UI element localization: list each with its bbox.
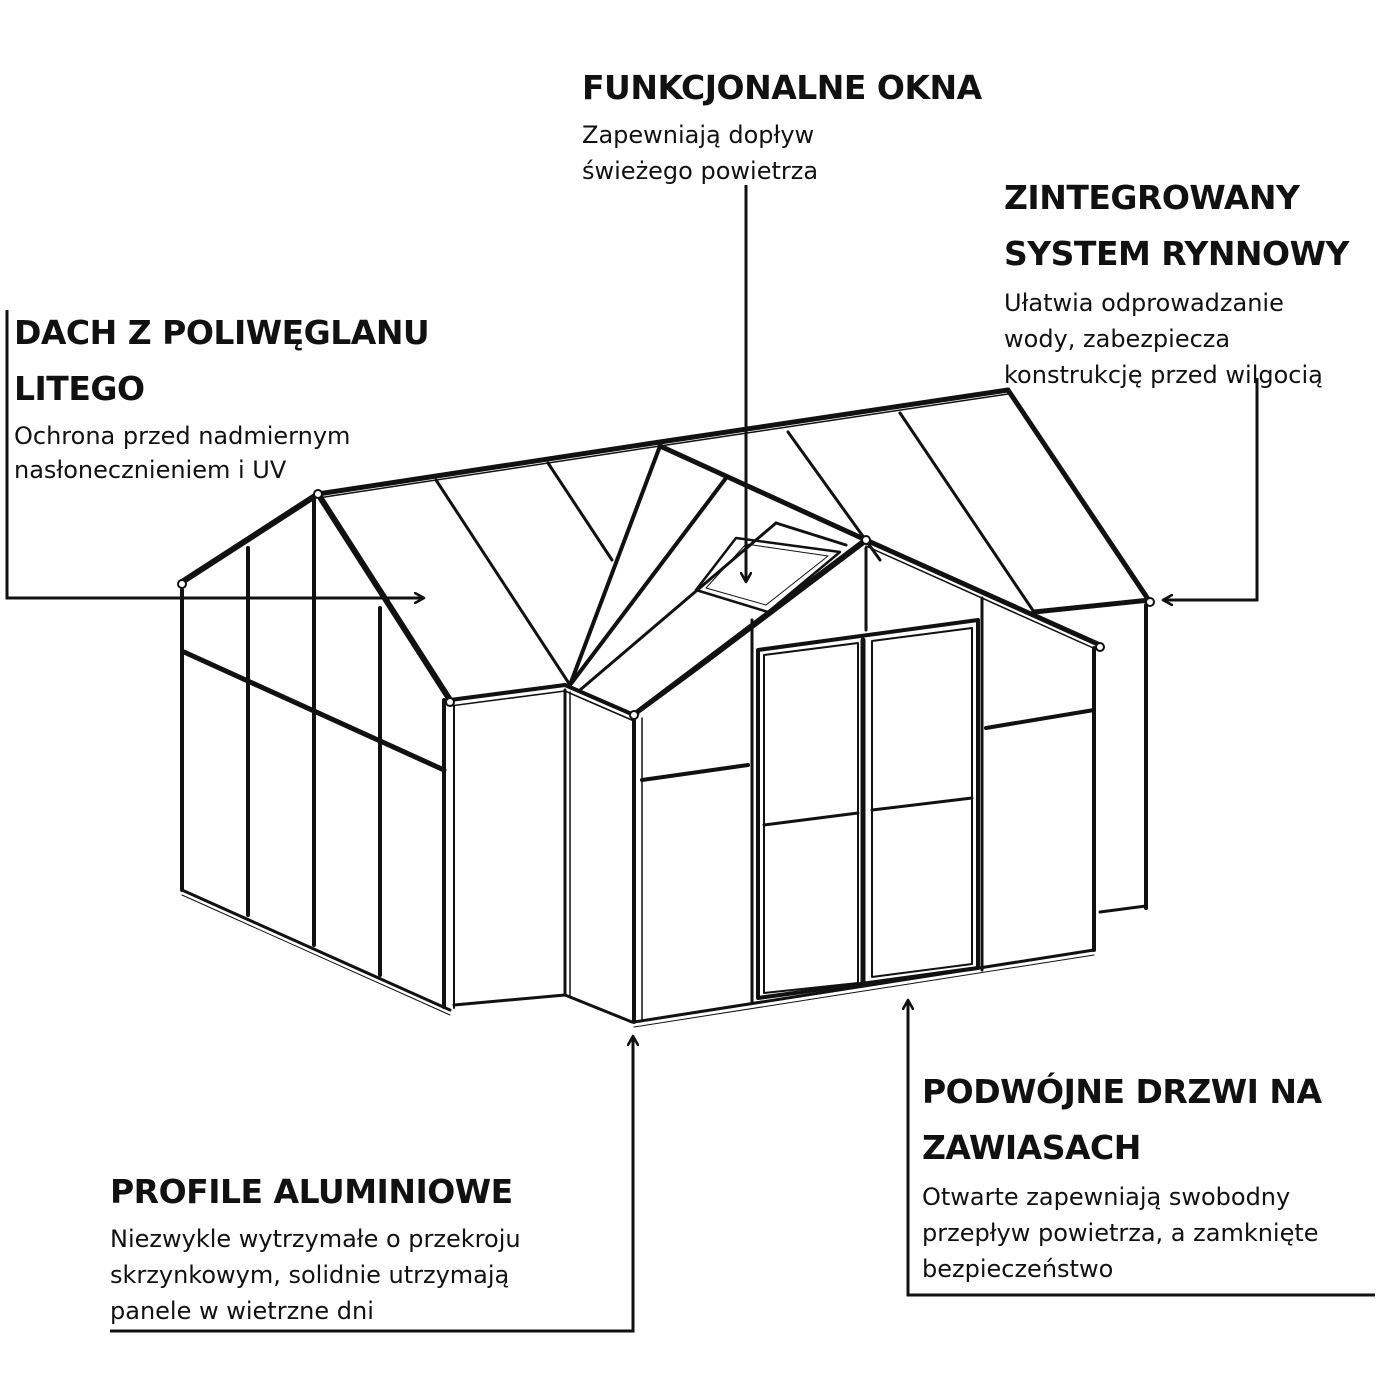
callout-title: DACH Z POLIWĘGLANU [14, 313, 430, 352]
callout-gutter-system: ZINTEGROWANY SYSTEM RYNNOWY Ułatwia odpr… [1004, 170, 1349, 390]
callout-title: ZAWIASACH [922, 1128, 1141, 1167]
callout-desc-line: Otwarte zapewniają swobodny [922, 1183, 1291, 1211]
callout-desc-line: Ochrona przed nadmiernym [14, 422, 351, 450]
callout-desc-line: Zapewniają dopływ [582, 121, 815, 149]
callout-title: ZINTEGROWANY [1004, 178, 1300, 217]
callout-title: PODWÓJNE DRZWI NA [922, 1072, 1322, 1111]
greenhouse-frame [177, 387, 1155, 1028]
callout-desc-line: Ułatwia odprowadzanie [1004, 289, 1284, 317]
callout-leader-lines [5, 185, 1375, 1333]
callout-desc-line: świeżego powietrza [582, 157, 819, 185]
callout-title: LITEGO [14, 369, 145, 408]
callout-double-hinged-doors: PODWÓJNE DRZWI NA ZAWIASACH Otwarte zape… [922, 1064, 1322, 1284]
callout-functional-windows: FUNKCJONALNE OKNA Zapewniają dopływ świe… [582, 62, 982, 186]
leader-rynny [1163, 378, 1259, 600]
callout-title: FUNKCJONALNE OKNA [582, 68, 982, 107]
callout-desc-line: bezpieczeństwo [922, 1255, 1114, 1283]
callout-title: PROFILE ALUMINIOWE [110, 1172, 513, 1211]
callout-desc-line: wody, zabezpiecza [1004, 325, 1231, 353]
callout-desc-line: przepływ powietrza, a zamknięte [922, 1219, 1319, 1247]
callout-polycarbonate-roof: DACH Z POLIWĘGLANU LITEGO Ochrona przed … [14, 305, 430, 485]
leader-drzwi [908, 1000, 1375, 1297]
callout-desc-line: panele w wietrzne dni [110, 1297, 374, 1325]
callout-title: SYSTEM RYNNOWY [1004, 234, 1349, 273]
callout-desc-line: konstrukcję przed wilgocią [1004, 361, 1323, 389]
callout-desc-line: skrzynkowym, solidnie utrzymają [110, 1261, 510, 1289]
callout-aluminium-profiles: PROFILE ALUMINIOWE Niezwykle wytrzymałe … [110, 1166, 521, 1326]
callout-desc-line: nasłonecznieniem i UV [14, 456, 287, 484]
callout-desc-line: Niezwykle wytrzymałe o przekroju [110, 1225, 521, 1253]
leader-dach [5, 310, 424, 598]
leader-profile [110, 1036, 633, 1333]
